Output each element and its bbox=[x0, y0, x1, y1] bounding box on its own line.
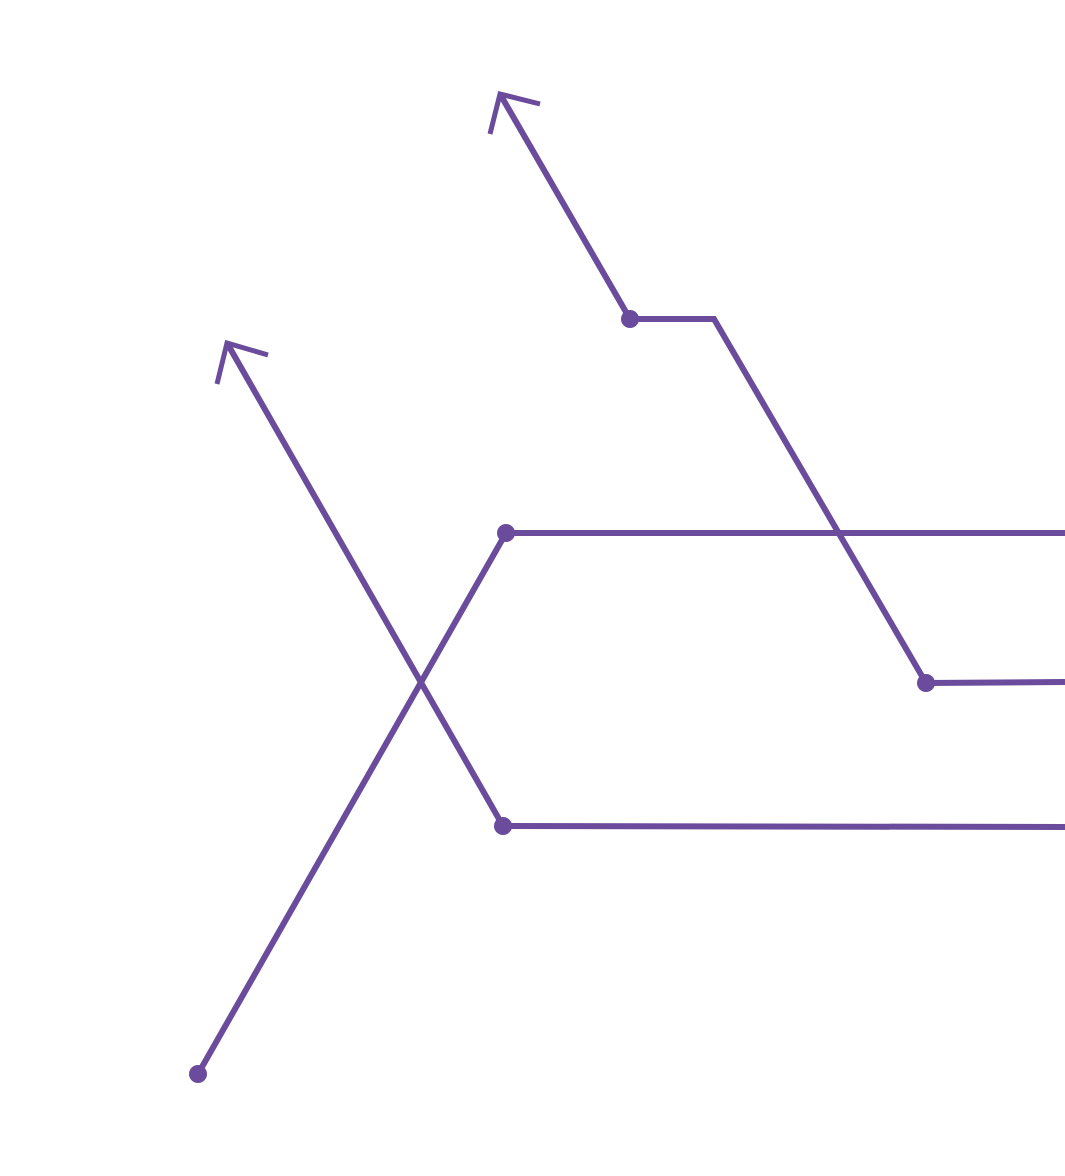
middle-node-dot bbox=[497, 524, 515, 542]
upper-arrow-path bbox=[487, 90, 935, 692]
right-line bbox=[925, 679, 1065, 686]
bottom-start-dot bbox=[189, 1065, 207, 1083]
lower-line bbox=[502, 823, 1065, 830]
crossing-path-line bbox=[195, 530, 1065, 1076]
middle-arrowhead bbox=[214, 339, 269, 385]
upper-path-line bbox=[497, 92, 929, 685]
crossing-path bbox=[189, 524, 1065, 1083]
upper-arrowhead bbox=[487, 90, 541, 135]
middle-path-line bbox=[224, 341, 506, 828]
upper-node-dot bbox=[621, 310, 639, 328]
middle-arrow-path bbox=[214, 339, 506, 828]
lower-horizontal-line bbox=[494, 817, 1065, 835]
lower-node-dot bbox=[494, 817, 512, 835]
right-horizontal-line bbox=[925, 679, 1065, 686]
